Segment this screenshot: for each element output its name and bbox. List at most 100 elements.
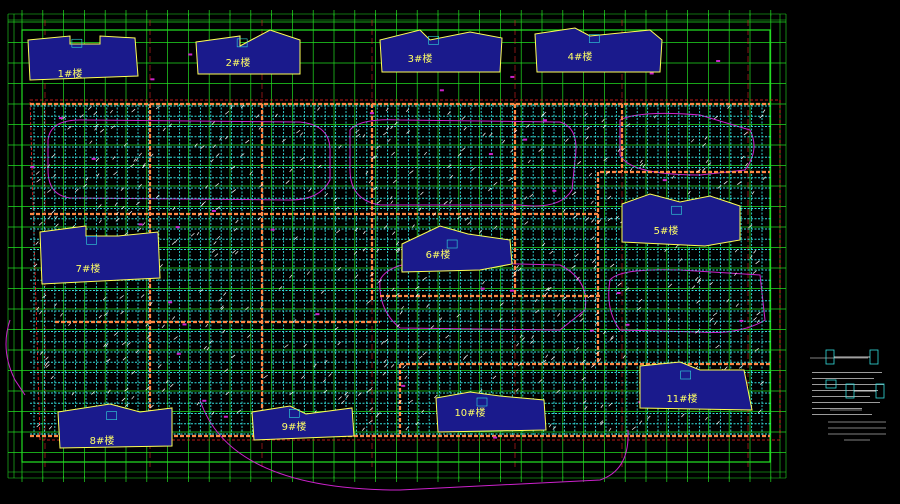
building-11[interactable]: 11#楼 bbox=[639, 361, 753, 411]
rebar-mark bbox=[245, 139, 250, 144]
rebar-mark bbox=[418, 355, 423, 360]
rebar-mark bbox=[334, 326, 339, 331]
magenta-mark bbox=[188, 53, 193, 56]
core-outline bbox=[680, 370, 691, 380]
rebar-mark bbox=[394, 121, 398, 126]
rebar-mark bbox=[161, 388, 166, 392]
rebar-mark bbox=[336, 229, 341, 234]
rebar-mark bbox=[93, 111, 98, 116]
rebar-mark bbox=[169, 383, 174, 388]
rebar-mark bbox=[44, 362, 48, 367]
rebar-mark bbox=[457, 153, 462, 157]
rebar-mark bbox=[369, 387, 373, 391]
rebar-mark bbox=[133, 158, 137, 162]
rebar-mark bbox=[50, 375, 54, 380]
rebar-mark bbox=[240, 104, 245, 109]
rebar-mark bbox=[109, 109, 113, 114]
rebar-mark bbox=[383, 225, 388, 229]
rebar-mark bbox=[377, 199, 382, 204]
rebar-mark bbox=[590, 236, 595, 240]
rebar-mark bbox=[449, 199, 453, 204]
rebar-mark bbox=[47, 189, 52, 193]
core-outline bbox=[428, 35, 439, 45]
building-6[interactable]: 6#楼 bbox=[401, 225, 513, 273]
building-3[interactable]: 3#楼 bbox=[379, 29, 503, 73]
rebar-mark bbox=[216, 153, 220, 157]
rebar-mark bbox=[102, 296, 107, 301]
rebar-mark bbox=[415, 286, 420, 290]
building-4[interactable]: 4#楼 bbox=[534, 27, 663, 73]
rebar-mark bbox=[173, 336, 178, 340]
building-footprint bbox=[39, 225, 161, 285]
rebar-mark bbox=[392, 231, 396, 235]
rebar-mark bbox=[642, 163, 646, 168]
rebar-mark bbox=[387, 138, 391, 143]
rebar-mark bbox=[390, 125, 394, 130]
rebar-mark bbox=[479, 230, 482, 234]
core-outline bbox=[289, 409, 300, 418]
rebar-mark bbox=[240, 153, 245, 157]
rebar-mark bbox=[727, 105, 731, 109]
rebar-mark bbox=[120, 310, 124, 315]
building-9[interactable]: 9#楼 bbox=[251, 405, 355, 441]
rebar-mark bbox=[502, 139, 506, 144]
rebar-mark bbox=[542, 242, 546, 247]
magenta-mark bbox=[202, 399, 207, 402]
rebar-mark bbox=[375, 413, 379, 418]
rebar-mark bbox=[592, 259, 596, 264]
rebar-mark bbox=[278, 286, 283, 290]
building-7[interactable]: 7#楼 bbox=[39, 225, 161, 285]
rebar-mark bbox=[355, 133, 361, 138]
rebar-mark bbox=[334, 206, 340, 211]
building-2[interactable]: 2#楼 bbox=[195, 29, 301, 75]
rebar-mark bbox=[306, 271, 310, 275]
rebar-mark bbox=[48, 426, 53, 430]
magenta-mark bbox=[176, 352, 181, 355]
rebar-mark bbox=[430, 325, 435, 329]
building-10[interactable]: 10#楼 bbox=[435, 391, 547, 433]
rebar-mark bbox=[255, 114, 260, 118]
rebar-mark bbox=[607, 217, 613, 222]
annotation-marks bbox=[30, 44, 766, 439]
rebar-mark bbox=[363, 230, 366, 235]
rebar-mark bbox=[702, 167, 706, 172]
rebar-mark bbox=[622, 355, 626, 359]
rebar-mark bbox=[234, 250, 239, 255]
rebar-mark bbox=[206, 347, 210, 351]
rebar-mark bbox=[259, 305, 263, 309]
rebar-mark bbox=[391, 287, 395, 292]
rebar-mark bbox=[221, 306, 224, 311]
building-footprint bbox=[57, 403, 173, 449]
rebar-mark bbox=[386, 126, 390, 130]
building-8[interactable]: 8#楼 bbox=[57, 403, 173, 449]
rebar-mark bbox=[535, 309, 539, 314]
rebar-mark bbox=[121, 341, 127, 346]
magenta-mark bbox=[401, 384, 406, 387]
rebar-mark bbox=[107, 389, 111, 394]
rebar-mark bbox=[213, 241, 217, 245]
rebar-mark bbox=[696, 300, 700, 304]
rebar-mark bbox=[355, 274, 359, 278]
rebar-mark bbox=[396, 241, 400, 245]
rebar-mark bbox=[607, 195, 612, 200]
rebar-mark bbox=[415, 421, 419, 426]
rebar-mark bbox=[447, 111, 451, 115]
rebar-mark bbox=[493, 182, 498, 186]
rebar-mark bbox=[488, 187, 492, 192]
magenta-mark bbox=[58, 117, 63, 120]
rebar-mark bbox=[355, 129, 360, 133]
rebar-mark bbox=[405, 426, 409, 431]
rebar-mark bbox=[45, 356, 49, 360]
rebar-mark bbox=[755, 260, 760, 265]
building-5[interactable]: 5#楼 bbox=[621, 193, 741, 247]
building-1[interactable]: 1#楼 bbox=[27, 35, 139, 81]
rebar-mark bbox=[281, 138, 286, 143]
rebar-mark bbox=[405, 108, 410, 113]
rebar-mark bbox=[712, 312, 718, 317]
rebar-mark bbox=[371, 155, 376, 160]
rebar-mark bbox=[196, 401, 200, 406]
rebar-mark bbox=[140, 294, 145, 298]
rebar-mark bbox=[399, 311, 403, 315]
rebar-mark bbox=[122, 357, 127, 361]
